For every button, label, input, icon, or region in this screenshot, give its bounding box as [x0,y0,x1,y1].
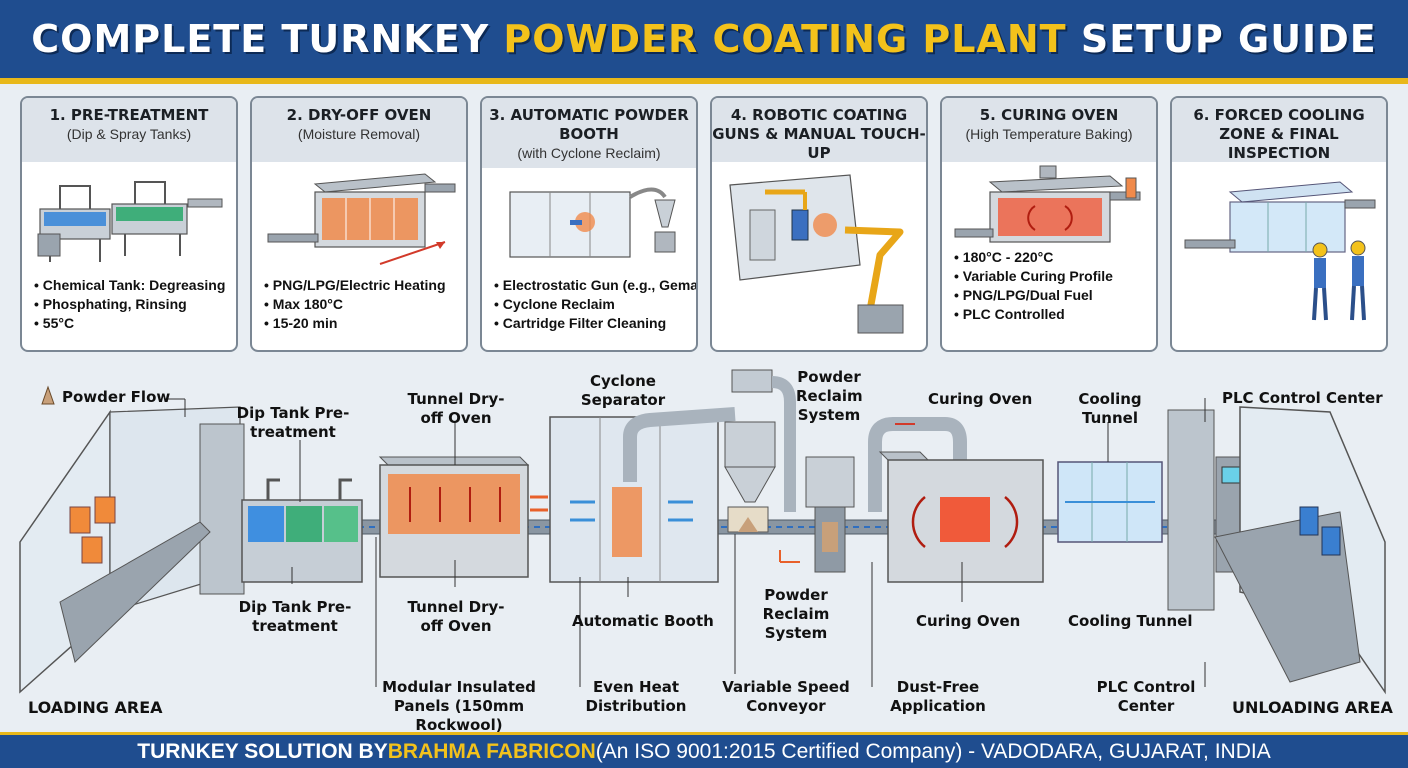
card-title: 4. ROBOTIC COATING GUNS & MANUAL TOUCH-U… [712,106,926,162]
dip-tank-top-label: Dip Tank Pre-treatment [236,404,350,441]
stage-card-curing-oven: 5. CURING OVEN (High Temperature Baking)… [940,96,1158,352]
powder-flow-label: Powder Flow [62,388,171,406]
plant-layout-diagram: Powder Flow Dip Tank Pre-treatment Tunne… [0,362,1408,734]
title-part2: SETUP GUIDE [1066,17,1377,61]
plc-control-center-top-label: PLC Control Center [1222,389,1383,407]
cooling-tunnel-bottom-label: Cooling Tunnel [1068,612,1193,630]
bullet: PNG/LPG/Dual Fuel [954,286,1150,305]
card-subtitle: (with Cyclone Reclaim) [517,145,661,161]
title-part1: COMPLETE TURNKEY [31,17,504,61]
cyclone-separator-label: Cyclone Separator [580,372,666,409]
footer-suffix: (An ISO 9001:2015 Certified Company) - V… [595,739,1271,763]
card-header: 6. FORCED COOLING ZONE & FINAL INSPECTIO… [1172,98,1386,162]
dryoff-oven-top-label: Tunnel Dry-off Oven [407,390,505,427]
card-subtitle: (Dip & Spray Tanks) [66,126,192,142]
card-bullets: 180°C - 220°C Variable Curing Profile PN… [954,248,1150,324]
card-title: 2. DRY-OFF OVEN [286,106,432,124]
loading-area-label: LOADING AREA [28,698,163,717]
card-bullets: Electrostatic Gun (e.g., Gema) Cyclone R… [494,276,696,333]
stage-card-powder-booth: 3. AUTOMATIC POWDER BOOTH (with Cyclone … [480,96,698,352]
card-title: 3. AUTOMATIC POWDER BOOTH [489,106,689,143]
footer-banner: TURNKEY SOLUTION BY BRAHMA FABRICON (An … [0,732,1408,768]
card-header: 1. PRE-TREATMENT (Dip & Spray Tanks) [22,98,236,162]
bullet: 15-20 min [264,314,460,333]
bullet: Chemical Tank: Degreasing [34,276,230,295]
stage-cards: 1. PRE-TREATMENT (Dip & Spray Tanks) Che… [20,96,1390,354]
cooling-tunnel-top-label: Cooling Tunnel [1078,390,1142,427]
bullet: Phosphating, Rinsing [34,295,230,314]
bullet: 55°C [34,314,230,333]
robotic-gun-illustration [729,174,904,334]
dryoff-oven-illustration [267,173,456,265]
even-heat-label: Even Heat Distribution [585,678,687,715]
dust-free-label: Dust-Free Application [890,678,986,715]
cooling-zone-illustration [1184,181,1376,321]
header-banner: COMPLETE TURNKEY POWDER COATING PLANT SE… [0,0,1408,84]
bullet: Variable Curing Profile [954,267,1150,286]
stage-card-cooling-inspection: 6. FORCED COOLING ZONE & FINAL INSPECTIO… [1170,96,1388,352]
title-highlight: POWDER COATING PLANT [503,17,1067,61]
dryoff-oven-bottom-label: Tunnel Dry-off Oven [407,598,505,635]
stage-card-dryoff-oven: 2. DRY-OFF OVEN (Moisture Removal) PNG/L… [250,96,468,352]
card-header: 2. DRY-OFF OVEN (Moisture Removal) [252,98,466,162]
unloading-area-label: UNLOADING AREA [1232,698,1393,717]
pretreatment-tanks-illustration [37,181,223,262]
curing-oven-illustration [954,165,1141,243]
powder-booth-illustration [509,187,676,258]
automatic-booth-label: Automatic Booth [572,612,714,630]
card-bullets: PNG/LPG/Electric Heating Max 180°C 15-20… [264,276,460,333]
curing-oven-bottom-label: Curing Oven [916,612,1021,630]
plant-layout-drawing [19,369,1386,695]
card-bullets: Chemical Tank: Degreasing Phosphating, R… [34,276,230,333]
powder-reclaim-bottom-label: Powder Reclaim System [762,586,830,642]
bullet: 180°C - 220°C [954,248,1150,267]
bullet: Cyclone Reclaim [494,295,690,314]
card-title: 5. CURING OVEN [979,106,1119,124]
card-title: 1. PRE-TREATMENT [49,106,209,124]
card-title: 6. FORCED COOLING ZONE & FINAL INSPECTIO… [1193,106,1365,162]
modular-panels-label: Modular Insulated Panels (150mm Rockwool… [382,678,536,734]
bullet: PLC Controlled [954,305,1150,324]
dip-tank-bottom-label: Dip Tank Pre-treatment [238,598,352,635]
stage-card-pretreatment: 1. PRE-TREATMENT (Dip & Spray Tanks) Che… [20,96,238,352]
card-header: 5. CURING OVEN (High Temperature Baking) [942,98,1156,162]
stage-card-robotic-guns: 4. ROBOTIC COATING GUNS & MANUAL TOUCH-U… [710,96,928,352]
card-header: 4. ROBOTIC COATING GUNS & MANUAL TOUCH-U… [712,98,926,162]
bullet: Electrostatic Gun (e.g., Gema) [494,276,696,295]
bullet: Max 180°C [264,295,460,314]
page-title: COMPLETE TURNKEY POWDER COATING PLANT SE… [31,17,1376,61]
card-subtitle: (High Temperature Baking) [965,126,1133,142]
bullet: PNG/LPG/Electric Heating [264,276,460,295]
footer-prefix: TURNKEY SOLUTION BY [137,739,388,763]
card-subtitle: (Moisture Removal) [297,126,421,142]
powder-reclaim-top-label: Powder Reclaim System [796,368,863,424]
conveyor-label: Variable Speed Conveyor [722,678,850,715]
footer-company: BRAHMA FABRICON [387,739,596,763]
curing-oven-top-label: Curing Oven [928,390,1033,408]
card-header: 3. AUTOMATIC POWDER BOOTH (with Cyclone … [482,98,696,168]
bullet: Cartridge Filter Cleaning [494,314,690,333]
plc-control-center-bottom-label: PLC Control Center [1096,678,1196,715]
